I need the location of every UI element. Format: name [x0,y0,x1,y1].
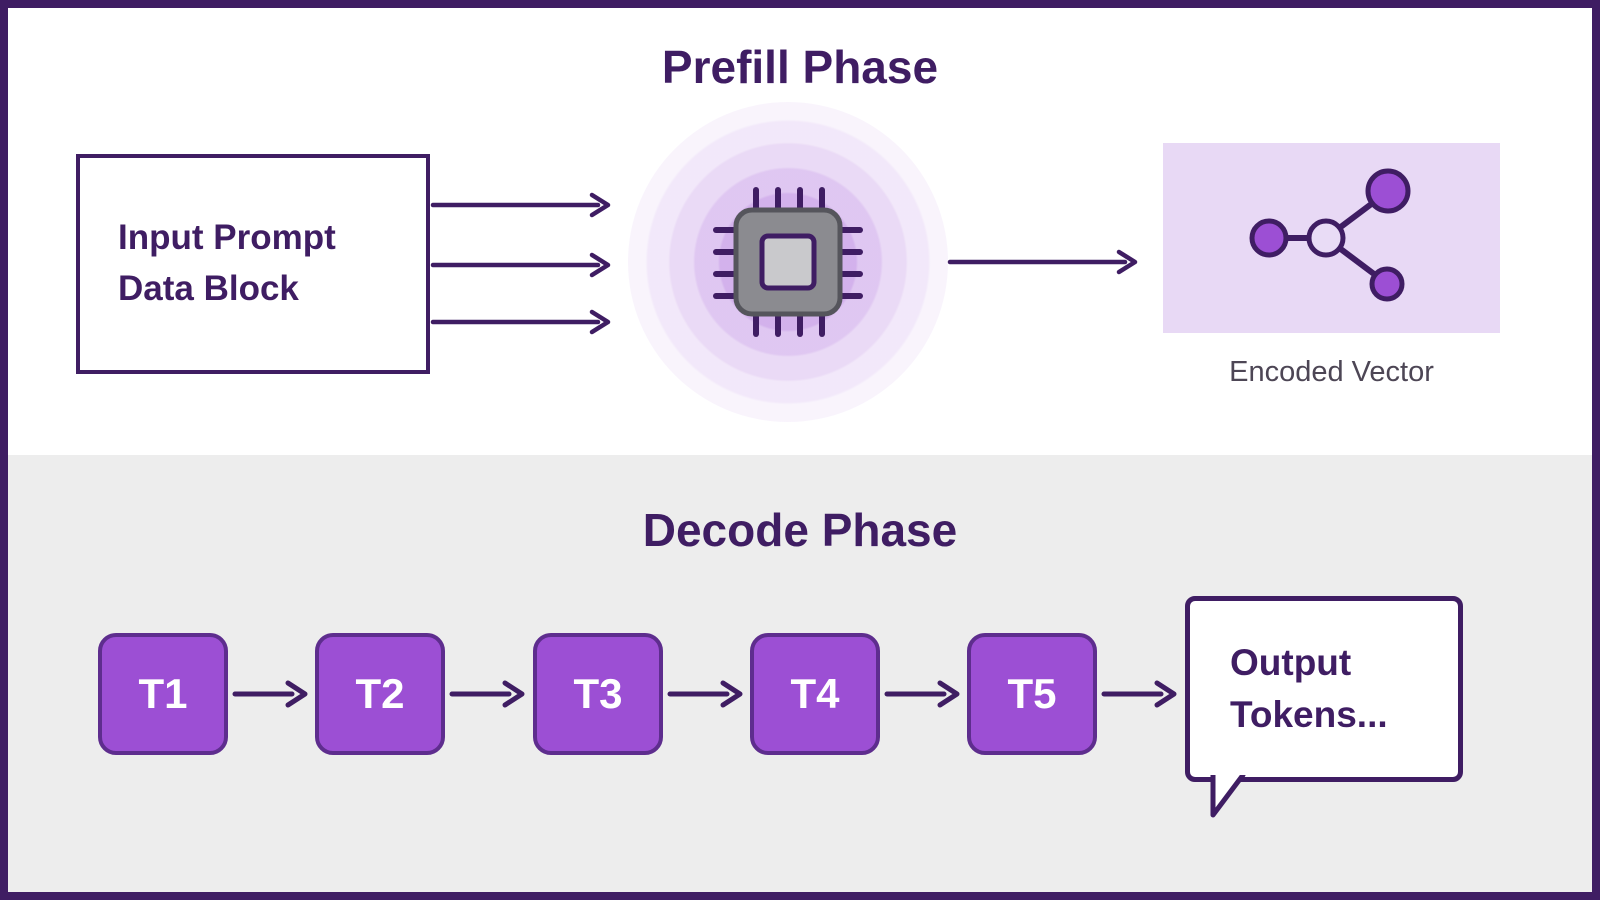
input-prompt-data-block: Input Prompt Data Block [76,154,430,374]
token-box-t5: T5 [967,633,1097,755]
prefill-phase-section: Prefill Phase Input Prompt Data Block [8,8,1592,455]
input-to-chip-arrow-icon [430,309,611,335]
encoded-vector-caption: Encoded Vector [1229,356,1434,388]
encoded-vector-panel [1163,143,1500,333]
prefill-phase-title: Prefill Phase [661,41,939,93]
token-to-output-arrow-icon [1101,680,1177,708]
output-tokens-label: Output Tokens... [1230,642,1388,735]
token-label: T3 [573,670,623,717]
chip-to-vector-arrow-icon [947,249,1138,275]
token-box-t4: T4 [750,633,880,755]
token-box-t2: T2 [315,633,445,755]
token-box-t1: T1 [98,633,228,755]
output-tokens-speech-bubble: Output Tokens... [1185,596,1463,818]
cpu-chip-icon [713,187,863,337]
token-arrow-icon [449,680,525,708]
token-box-t3: T3 [533,633,663,755]
token-arrow-icon [667,680,743,708]
token-arrow-icon [232,680,308,708]
speech-bubble-tail [1210,775,1246,818]
token-arrow-icon [884,680,960,708]
network-graph-icon [1249,168,1411,302]
decode-phase-title: Decode Phase [642,504,958,556]
token-label: T2 [355,670,405,717]
token-label: T1 [138,670,188,717]
input-to-chip-arrow-icon [430,192,611,218]
token-label: T4 [790,670,840,717]
input-to-chip-arrow-icon [430,252,611,278]
input-prompt-data-block-label: Input Prompt Data Block [118,218,336,308]
decode-phase-section: Decode Phase T1 T2 T3 T4 [8,455,1592,892]
token-label: T5 [1007,670,1057,717]
